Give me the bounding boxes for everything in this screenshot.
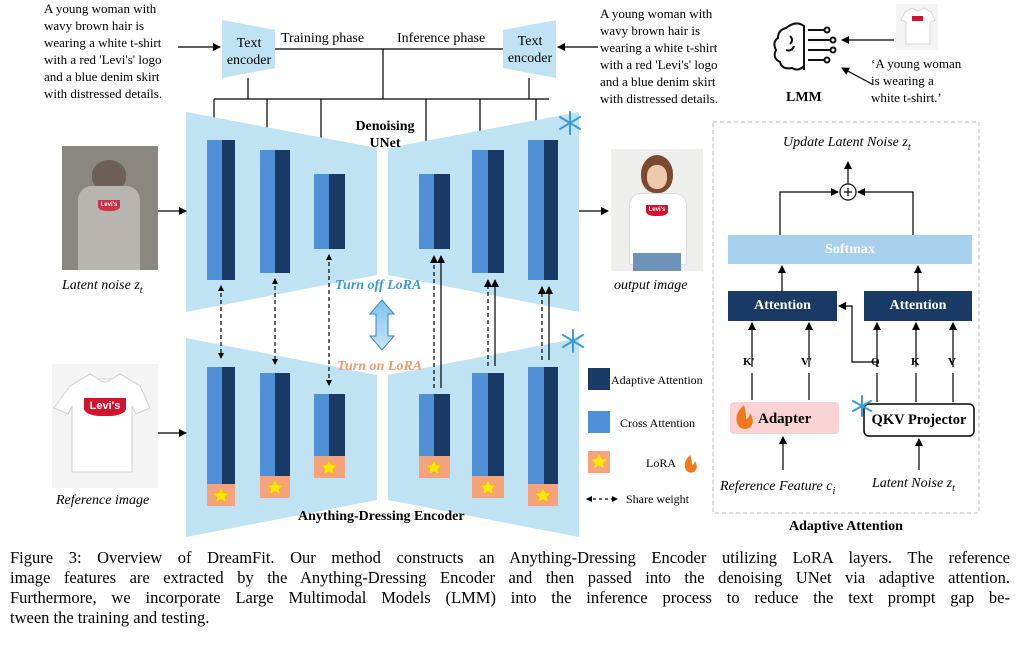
latent-noise-panel-label: Latent Noise zt	[872, 476, 955, 494]
qkv-projector-label: QKV Projector	[871, 412, 967, 428]
k-label: K	[911, 356, 920, 368]
reference-feature-label: Reference Feature ci	[720, 479, 836, 497]
reference-logo: Levi's	[84, 398, 126, 416]
legend-adaptive-label: Adaptive Attention	[611, 373, 703, 387]
arrow-caption-to-lmm	[841, 67, 873, 85]
text-encoder-left-shape	[222, 20, 275, 78]
lora-switch-arrow	[368, 299, 396, 351]
vprime-label: V'	[801, 356, 812, 368]
caption-line-1: Figure 3: Overview of DreamFit. Our meth…	[10, 548, 1010, 567]
softmax-label: Softmax	[825, 242, 875, 257]
output-image-label: output image	[614, 278, 688, 293]
output-logo: Levi's	[646, 205, 668, 216]
short-caption-line-1: ‘A young woman	[871, 56, 962, 71]
reference-image-label: Reference image	[56, 493, 150, 508]
infer-prompt-line-4: with a red 'Levi's' logo	[600, 57, 718, 72]
share-weight-arrows	[218, 254, 332, 386]
prompt-line-5: and a blue denim skirt	[44, 69, 160, 84]
softmax-right-to-sum	[857, 188, 914, 235]
caption-line-4: tween the training and testing.	[10, 608, 210, 627]
adapter-label: Adapter	[758, 411, 812, 427]
short-caption-line-2: is wearing a	[871, 73, 934, 88]
q-label: Q	[871, 356, 880, 368]
denoising-unet-label-1: Denoising	[355, 119, 415, 134]
prompt-line-3: wearing a white t-shirt	[44, 35, 162, 50]
latent-noise-image: Levi's	[62, 146, 158, 270]
text-encoder-right-shape	[503, 20, 556, 78]
adapter-box	[730, 402, 839, 434]
text-encoder-left-label: Text encoder	[226, 36, 272, 68]
snowflake-icon-encoder	[562, 329, 584, 353]
turn-on-lora-label: Turn on LoRA	[337, 359, 423, 374]
attention-box-1	[728, 291, 837, 321]
infer-prompt-line-6: with distressed details.	[600, 91, 719, 106]
text-encoder-right-label: Text encoder	[507, 34, 553, 66]
q-to-attention1	[838, 302, 877, 363]
unet-top-blocks	[207, 140, 558, 280]
encoder-label: Anything-Dressing Encoder	[298, 509, 465, 524]
infer-prompt-line-2: wavy brown hair is	[600, 23, 701, 38]
flame-icon-adapter	[736, 405, 753, 429]
v-label: V	[948, 356, 956, 368]
flame-icon-legend	[684, 455, 697, 473]
infer-prompt-line-1: A young woman with	[600, 6, 713, 21]
caption-line-3: Furthermore, we incorporate Large Multim…	[10, 588, 1010, 607]
output-image: Levi's	[611, 149, 703, 271]
attention-box-2	[864, 291, 972, 321]
inference-phase-label: Inference phase	[397, 31, 486, 46]
diagram-canvas	[158, 4, 980, 537]
turn-off-lora-label: Turn off LoRA	[335, 278, 422, 293]
short-caption-line-3: white t-shirt.’	[871, 90, 942, 105]
attention-label-2: Attention	[889, 298, 947, 313]
legend-cross-swatch	[588, 411, 610, 433]
softmax-box	[728, 235, 972, 264]
tshirt-thumbnail	[896, 4, 938, 50]
prompt-line-4: with a red 'Levi's' logo	[44, 52, 162, 67]
attention-label-1: Attention	[754, 298, 811, 313]
snowflake-icon-unet	[559, 111, 581, 135]
infer-prompt-line-3: wearing a white t-shirt	[600, 40, 718, 55]
qkv-projector-box	[863, 403, 975, 437]
prompt-line-2: wavy brown hair is	[44, 18, 145, 33]
legend-lora-label: LoRA	[646, 456, 676, 470]
figure-caption: Figure 3: Overview of DreamFit. Our meth…	[10, 548, 1010, 628]
reference-image: Levi's	[52, 364, 158, 488]
latent-logo: Levi's	[98, 200, 120, 211]
denoising-unet-label-2: UNet	[369, 136, 401, 151]
latent-noise-label: Latent noise zt	[62, 278, 143, 296]
legend-share-label: Share weight	[626, 492, 689, 506]
caption-line-2: image features are extracted by the Anyt…	[10, 568, 1010, 587]
adaptive-panel-border	[712, 121, 980, 514]
snowflake-icon-qkv	[852, 395, 872, 417]
adaptive-attention-title: Adaptive Attention	[789, 519, 903, 534]
feature-injection-arrows	[430, 255, 553, 388]
legend-star-icon	[591, 454, 607, 468]
update-latent-label: Update Latent Noise zt	[783, 135, 911, 153]
lmm-label: LMM	[786, 90, 822, 105]
softmax-left-to-sum	[779, 188, 839, 235]
prompt-line-1: A young woman with	[44, 1, 157, 16]
infer-prompt-line-5: and a blue denim skirt	[600, 74, 716, 89]
lora-star-icons	[212, 459, 552, 503]
brain-icon	[773, 22, 837, 71]
legend-adaptive-swatch	[588, 368, 610, 390]
encoder-blocks	[207, 367, 558, 506]
legend-cross-label: Cross Attention	[620, 416, 696, 430]
kprime-label: K'	[743, 356, 755, 368]
prompt-line-6: with distressed details.	[44, 86, 163, 101]
training-phase-label: Training phase	[281, 31, 365, 46]
